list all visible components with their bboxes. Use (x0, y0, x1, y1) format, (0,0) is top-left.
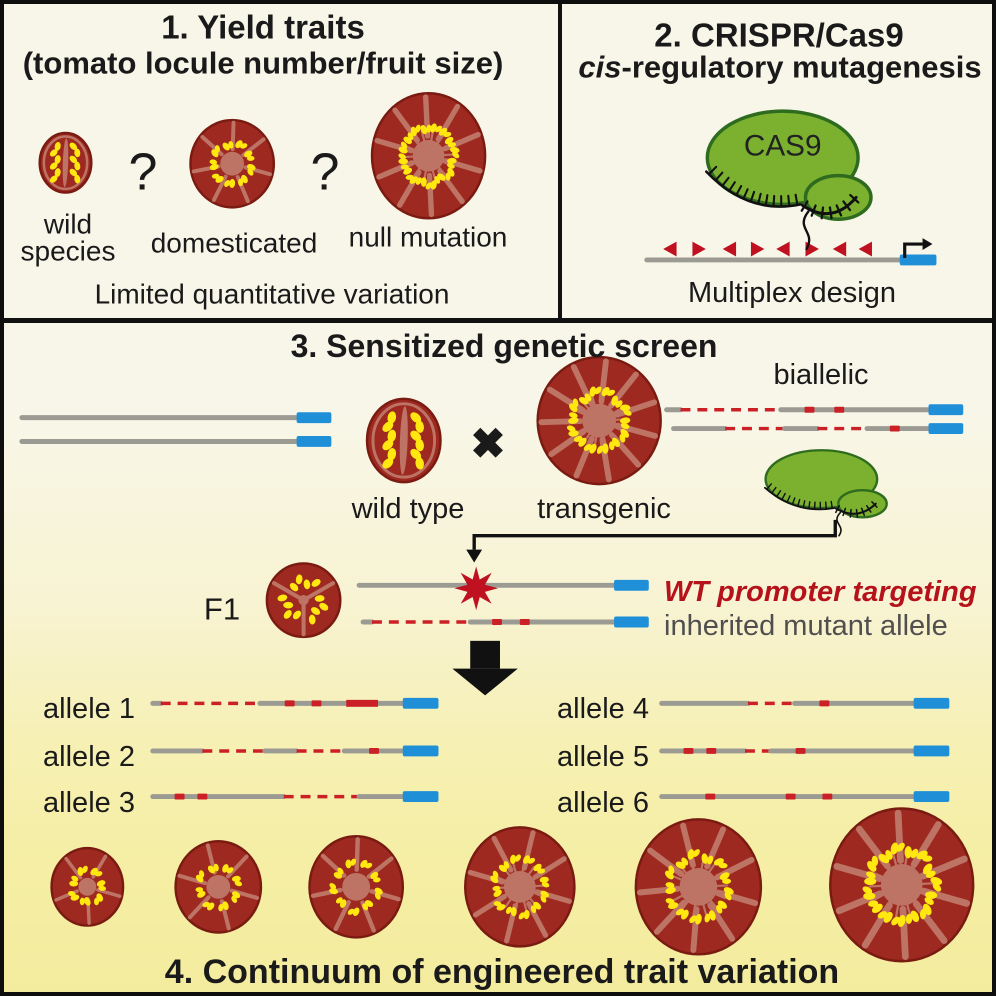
down-arrow (452, 640, 518, 696)
label-inherited-mutant-allele: inherited mutant allele (664, 609, 948, 642)
biallelic-allele-1 (664, 404, 964, 416)
label-allele-6: allele 6 (557, 786, 649, 819)
tomato-f1 (265, 562, 342, 639)
tomato-continuum-1 (50, 846, 125, 927)
label-wild-line1: wild (43, 208, 93, 240)
label-wt-promoter-targeting: WT promoter targeting (664, 575, 977, 608)
wt-chromosome-1 (19, 412, 332, 424)
panel4-title: 4. Continuum of engineered trait variati… (164, 953, 840, 992)
tomato-wild-type (365, 397, 442, 484)
wt-chromosome-2 (19, 436, 332, 447)
allele-5-line (659, 745, 950, 757)
cas9-targeting-arrow (466, 519, 837, 563)
cross-symbol: ✖ (470, 419, 506, 467)
panel1-subtitle: (tomato locule number/fruit size) (22, 45, 504, 81)
transcription-start-arrow (903, 238, 933, 258)
cas9-complex: CAS9 (705, 109, 873, 251)
label-wild-type: wild type (351, 492, 465, 525)
tomato-continuum-4 (464, 826, 576, 948)
label-biallelic: biallelic (773, 358, 869, 391)
question-mark-1: ? (128, 143, 158, 202)
panel2-caption: Multiplex design (688, 276, 896, 309)
tomato-continuum-3 (308, 835, 405, 939)
label-allele-4: allele 4 (557, 692, 649, 725)
label-allele-2: allele 2 (43, 740, 135, 773)
cleavage-star-icon (454, 566, 498, 611)
f1-mutant-allele (360, 616, 649, 628)
panel1-footer: Limited quantitative variation (94, 278, 450, 310)
panel2-subtitle-rest: -regulatory mutagenesis (621, 49, 982, 85)
label-domesticated: domesticated (150, 227, 318, 259)
allele-3-line (150, 791, 439, 803)
panel2-subtitle: cis-regulatory mutagenesis (578, 49, 982, 85)
allele-4-line (659, 697, 950, 709)
tomato-null-mutation (370, 92, 487, 220)
biallelic-allele-2 (671, 423, 964, 435)
question-mark-2: ? (310, 143, 340, 202)
allele-6-line (659, 791, 950, 803)
panel2-title: 2. CRISPR/Cas9 (654, 16, 904, 54)
label-f1: F1 (203, 591, 241, 627)
cas9-complex-small (763, 449, 888, 537)
label-allele-3: allele 3 (43, 786, 135, 819)
allele-2-line (150, 745, 439, 757)
panel1-title: 1. Yield traits (161, 8, 365, 46)
tomato-continuum-5 (634, 818, 763, 956)
panel2-subtitle-cis: cis (578, 49, 622, 85)
tomato-domesticated (189, 118, 276, 209)
f1-wt-allele (356, 579, 649, 591)
grna-target-sites (663, 241, 872, 257)
cas9-label: CAS9 (744, 129, 822, 162)
multiplex-dna (644, 254, 937, 266)
panel-divider-horizontal (4, 318, 992, 323)
label-allele-1: allele 1 (43, 692, 135, 725)
tomato-continuum-2 (174, 839, 263, 934)
label-allele-5: allele 5 (557, 740, 649, 773)
label-transgenic: transgenic (537, 492, 671, 525)
allele-1-line (150, 697, 439, 709)
tomato-continuum-6 (829, 807, 975, 963)
panel-divider-vertical (558, 4, 562, 322)
label-wild-line2: species (20, 235, 116, 267)
tomato-transgenic (536, 355, 662, 486)
tomato-wild-species (38, 131, 93, 194)
label-null-mutation: null mutation (348, 221, 508, 253)
panel3-title: 3. Sensitized genetic screen (290, 328, 718, 365)
figure-graphics: CAS9 (19, 92, 975, 963)
